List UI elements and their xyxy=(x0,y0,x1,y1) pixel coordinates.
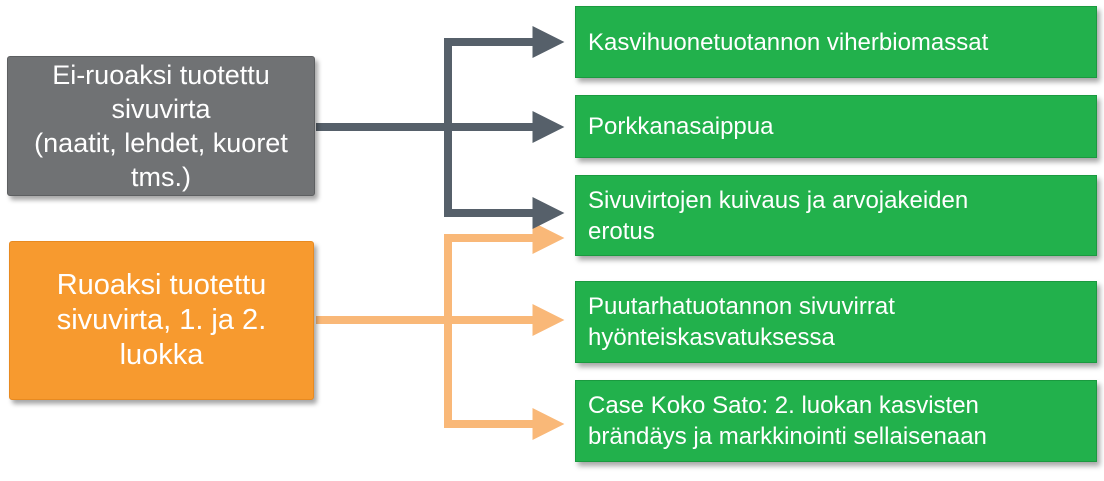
source-box-food: Ruoaksi tuotettu sivuvirta, 1. ja 2. luo… xyxy=(9,241,314,400)
target-box-carrot-soap: Porkkanasaippua xyxy=(575,95,1097,158)
source-box-non-food: Ei-ruoaksi tuotettu sivuvirta (naatit, l… xyxy=(7,56,315,196)
target-box-drying-separation: Sivuvirtojen kuivaus ja arvojakeiden ero… xyxy=(575,175,1097,256)
target-label: Porkkanasaippua xyxy=(588,113,774,140)
source-label-food: Ruoaksi tuotettu sivuvirta, 1. ja 2. luo… xyxy=(56,269,267,371)
grey-connector xyxy=(316,26,565,229)
target-label: Puutarhatuotannon sivuvirrat hyönteiskas… xyxy=(588,293,895,351)
orange-connector xyxy=(316,222,565,440)
target-label: Sivuvirtojen kuivaus ja arvojakeiden ero… xyxy=(588,186,969,245)
source-label-non-food: Ei-ruoaksi tuotettu sivuvirta (naatit, l… xyxy=(34,60,288,192)
target-box-koko-sato-case: Case Koko Sato: 2. luokan kasvisten brän… xyxy=(575,380,1097,462)
target-box-insect-farming: Puutarhatuotannon sivuvirrat hyönteiskas… xyxy=(575,281,1097,363)
target-box-greenhouse-biomass: Kasvihuonetuotannon viherbiomassat xyxy=(575,6,1097,78)
target-label: Kasvihuonetuotannon viherbiomassat xyxy=(588,28,989,56)
target-label: Case Koko Sato: 2. luokan kasvisten brän… xyxy=(588,392,987,450)
